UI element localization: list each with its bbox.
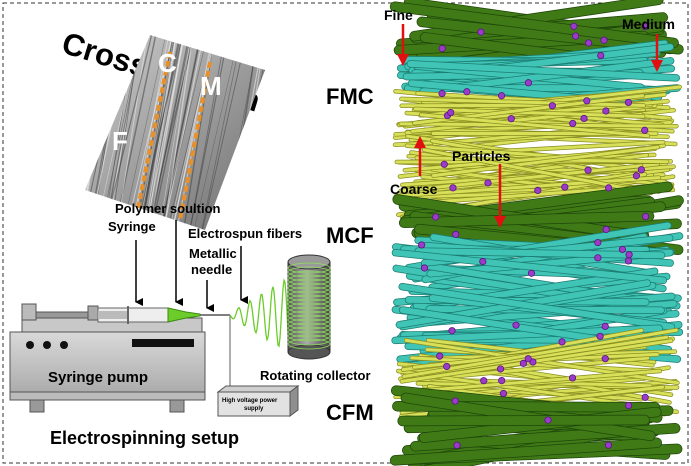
- setup-caption: Electrospinning setup: [50, 428, 239, 448]
- fiber-stack-cfm: [389, 279, 684, 466]
- sem-letter-c: C: [158, 48, 177, 78]
- annotation-arrows: [397, 24, 663, 228]
- fiber-stacks: [389, 0, 684, 466]
- stack-label-fmc: FMC: [326, 84, 374, 109]
- polymer-solution-label: Polymer soultion: [115, 201, 221, 216]
- spinning-jet: [229, 278, 293, 354]
- sem-letter-m: M: [200, 71, 222, 101]
- stack-label-cfm: CFM: [326, 400, 374, 425]
- metallic-needle-label-line1: Metallic: [189, 246, 237, 261]
- syringe-pump-label: Syringe pump: [48, 369, 148, 386]
- power-supply-label-line1: High voltage power: [222, 398, 278, 404]
- medium-label: Medium: [622, 16, 675, 32]
- power-supply-box: [216, 385, 300, 417]
- syringe-pump-device: [9, 303, 230, 413]
- coarse-label: Coarse: [390, 181, 438, 197]
- fiber-stack-fmc: [389, 0, 684, 153]
- sem-letter-f: F: [112, 126, 128, 156]
- electrospun-fibers-label: Electrospun fibers: [188, 226, 302, 241]
- power-supply-label-line2: supply: [244, 406, 264, 412]
- rotating-collector-label: Rotating collector: [260, 368, 371, 383]
- rotating-collector: [287, 254, 331, 360]
- fiber-stack-mcf: [391, 133, 684, 316]
- particles-label: Particles: [452, 148, 511, 164]
- metallic-needle-label-line2: needle: [191, 262, 232, 277]
- syringe-label: Syringe: [108, 219, 156, 234]
- stack-label-mcf: MCF: [326, 223, 374, 248]
- fine-label: Fine: [384, 7, 413, 23]
